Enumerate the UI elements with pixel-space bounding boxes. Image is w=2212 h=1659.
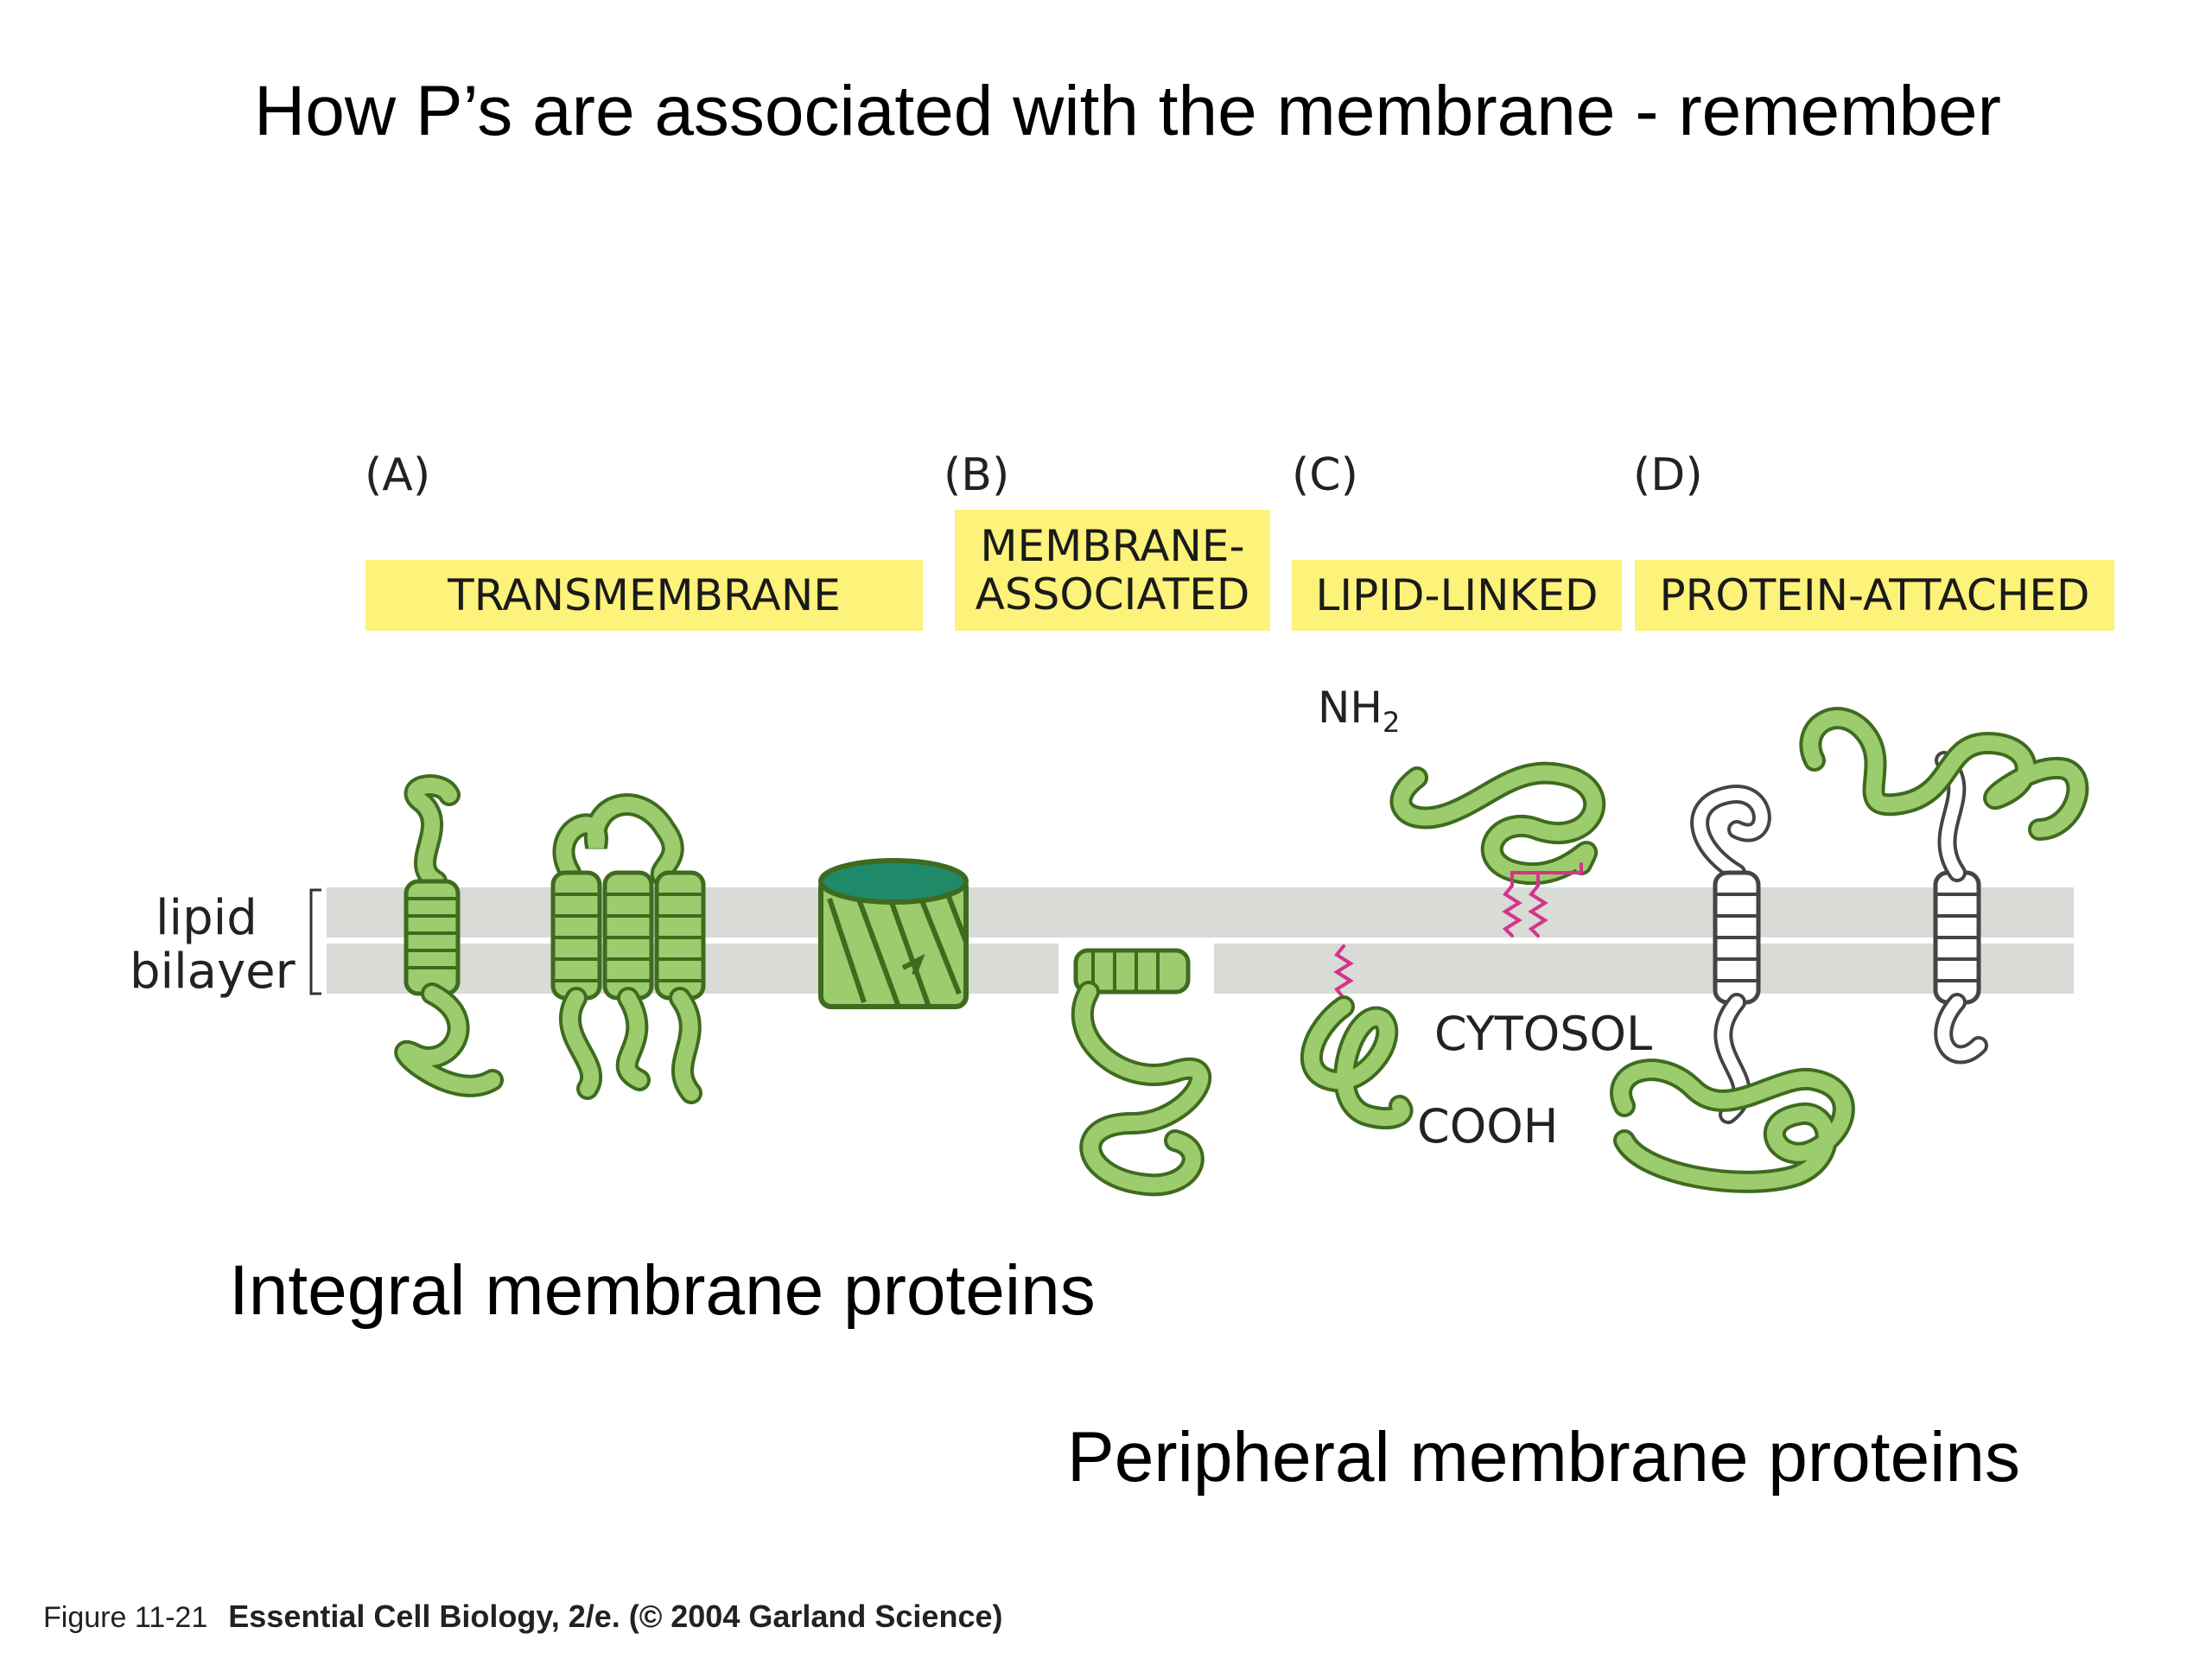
category-lipid-linked-label: LIPID-LINKED bbox=[1315, 570, 1599, 620]
panel-letter-c: (C) bbox=[1292, 449, 1358, 501]
bilayer-label: bilayer bbox=[130, 944, 296, 1000]
slide-title: How P’s are associated with the membrane… bbox=[254, 72, 2001, 150]
bilayer-bracket bbox=[309, 888, 321, 995]
category-protein-attached-label: PROTEIN-ATTACHED bbox=[1659, 570, 2090, 620]
protein-c-lipid-linked bbox=[1300, 761, 1606, 1130]
nh2-label-sub: 2 bbox=[1382, 706, 1401, 739]
protein-d-attached bbox=[1610, 707, 2089, 1193]
protein-a-multipass bbox=[550, 793, 706, 1104]
lipid-label: lipid bbox=[156, 890, 257, 946]
category-membrane-associated-line2: ASSOCIATED bbox=[975, 569, 1250, 620]
cooh-label: COOH bbox=[1417, 1099, 1559, 1154]
figure-source: Essential Cell Biology, 2/e. (© 2004 Gar… bbox=[228, 1599, 1003, 1634]
peripheral-proteins-label: Peripheral membrane proteins bbox=[1067, 1418, 2020, 1497]
category-protein-attached: PROTEIN-ATTACHED bbox=[1635, 560, 2114, 631]
protein-a-single-pass bbox=[394, 774, 504, 1097]
nh2-label-text: NH bbox=[1318, 683, 1382, 733]
integral-proteins-label: Integral membrane proteins bbox=[229, 1251, 1096, 1330]
protein-a-barrel bbox=[818, 858, 969, 1009]
cytosol-label: CYTOSOL bbox=[1434, 1007, 1653, 1061]
nh2-label: NH2 bbox=[1318, 683, 1400, 739]
panel-letter-a: (A) bbox=[365, 449, 431, 501]
panel-letter-d: (D) bbox=[1633, 449, 1703, 501]
panel-letter-b: (B) bbox=[944, 449, 1010, 501]
figure-caption: Figure 11-21 Essential Cell Biology, 2/e.… bbox=[43, 1599, 1002, 1635]
figure-number: Figure 11-21 bbox=[43, 1601, 208, 1634]
category-transmembrane-label: TRANSMEMBRANE bbox=[448, 570, 841, 620]
category-transmembrane: TRANSMEMBRANE bbox=[365, 560, 923, 631]
category-membrane-associated-line1: MEMBRANE- bbox=[980, 521, 1245, 571]
category-lipid-linked: LIPID-LINKED bbox=[1292, 560, 1622, 631]
category-membrane-associated: MEMBRANE- ASSOCIATED bbox=[955, 510, 1270, 631]
protein-b-amphipathic bbox=[1071, 948, 1212, 1197]
